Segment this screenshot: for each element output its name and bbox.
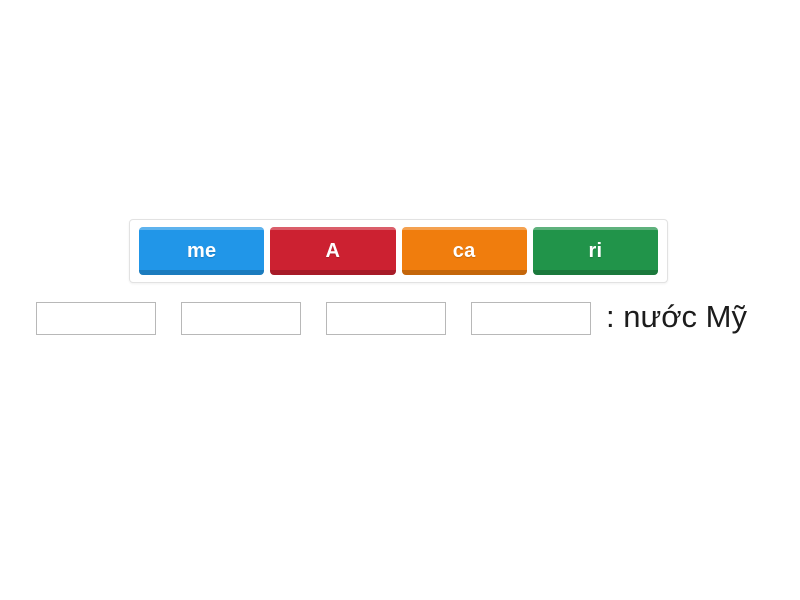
answer-slot-3[interactable] xyxy=(326,301,446,335)
word-bank-tray: me A ca ri xyxy=(129,219,668,283)
word-tile-1[interactable]: me xyxy=(139,227,265,275)
prompt-clue-text: : nước Mỹ xyxy=(606,299,747,334)
answer-slot-4[interactable] xyxy=(471,301,591,335)
word-tile-label: ca xyxy=(452,240,476,262)
answer-slot-2[interactable] xyxy=(181,301,301,335)
answer-slot-row xyxy=(36,301,616,335)
word-tile-2[interactable]: A xyxy=(270,227,396,275)
word-tile-4[interactable]: ri xyxy=(532,227,658,275)
word-tile-label: ri xyxy=(588,240,603,262)
word-tile-label: me xyxy=(186,240,217,262)
answer-slot-1[interactable] xyxy=(36,301,156,335)
word-tile-3[interactable]: ca xyxy=(401,227,527,275)
word-tile-label: A xyxy=(325,240,341,262)
